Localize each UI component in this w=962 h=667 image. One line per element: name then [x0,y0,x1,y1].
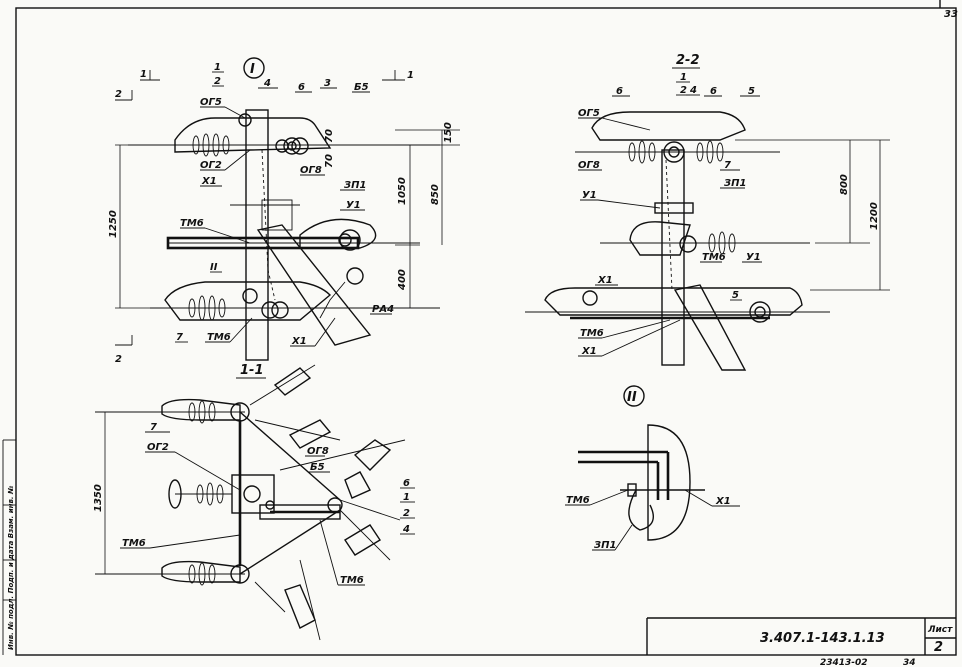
callout-tm6-mid: ТМ6 [180,218,204,229]
callout-b-tm6-left: ТМ6 [122,538,146,549]
side-strip: Инв. № подл. Подп. и дата Взам. инв. № [2,439,16,655]
callout-r-tm6: ТМ6 [702,252,726,263]
dim-850: 850 [430,184,441,205]
dim-1350: 1350 [93,484,104,512]
callout-b-6: 6 [403,478,410,489]
detail-view: II ТМ6 Х1 ЗП1 [565,385,740,551]
callout-4: 4 [263,78,271,89]
callout-r-og8: ОГ8 [578,160,600,171]
callout-og2: ОГ2 [200,160,222,171]
callout-r-x1: Х1 [597,275,613,286]
roman-mark-2: II [627,390,637,405]
callout-r-zp1: ЗП1 [724,178,746,189]
callout-r-2: 2 [680,85,687,96]
dim-400: 400 [397,269,408,291]
callout-b-og8: ОГ8 [307,446,329,457]
view-bottom-left: 1-1 [93,363,415,641]
callout-x1-low: Х1 [291,336,307,347]
roman-mark-1: I [250,62,255,77]
callout-b-4: 4 [402,524,410,535]
callout-r-6b: 6 [710,86,717,97]
callout-r-7: 7 [724,160,731,171]
callout-b-tm6-right: ТМ6 [340,575,364,586]
detail-callout-tm6: ТМ6 [566,495,590,506]
view-2-2-title: 2-2 [676,53,700,68]
dim-800: 800 [839,174,850,195]
callout-r-u1b: У1 [746,252,761,263]
callout-tm6-low: ТМ6 [207,332,231,343]
detail-callout-zp1: ЗП1 [594,540,616,551]
detail-callout-x1: Х1 [715,496,731,507]
callout-r-x1b: Х1 [581,346,597,357]
section-mark-1-left: 1 [140,69,147,80]
callout-1: 1 [214,62,221,73]
callout-r-1: 1 [680,72,687,83]
callout-6: 6 [298,82,305,93]
stamp-sheet-number: 2 [934,640,943,655]
callout-r-u1: У1 [582,190,597,201]
callout-ra4: РА4 [372,304,394,315]
title-block: 3.407.1-143.1.13 Лист 2 [646,617,956,655]
view-1-1-title: 1-1 [240,363,264,378]
callout-b-2: 2 [403,508,410,519]
dim-70b: 70 [324,154,335,168]
callout-u1: У1 [346,200,361,211]
corner-page-number: 33 [944,9,958,20]
stamp-sheet-label: Лист [927,625,953,635]
callout-og5: ОГ5 [200,97,222,108]
drawing-frame [15,7,957,656]
dim-1250: 1250 [108,210,119,238]
stamp-code: 3.407.1-143.1.13 [760,631,885,646]
callout-r-4: 4 [689,85,697,96]
callout-3: 3 [324,78,331,89]
archive-page: 34 [903,658,916,667]
callout-r-og5: ОГ5 [578,108,600,119]
view-top-right: 2-2 [525,53,890,371]
callout-b5: Б5 [354,82,369,93]
dim-70a: 70 [324,129,335,143]
archive-number: 23413-02 [820,658,868,667]
callout-r-5b: 5 [732,290,739,301]
callout-zp1: ЗП1 [344,180,366,191]
callout-r-tm6b: ТМ6 [580,328,604,339]
section-mark-1-right: 1 [407,70,414,81]
callout-roman-2: II [210,262,218,273]
callout-b-7: 7 [150,422,157,433]
callout-b-b5: Б5 [310,462,325,473]
section-mark-2-bottom: 2 [115,354,122,365]
section-mark-2-top: 2 [115,89,122,100]
callout-r-5: 5 [748,86,755,97]
callout-r-6a: 6 [616,86,623,97]
dim-150: 150 [443,122,454,143]
callout-2: 2 [214,76,221,87]
callout-b-1: 1 [403,492,410,503]
callout-x1: Х1 [201,176,217,187]
callout-7: 7 [176,332,183,343]
view-top-left: 2 1 1 2 I [108,57,460,365]
side-strip-text: Инв. № подл. Подп. и дата Взам. инв. № [7,485,15,650]
callout-b-og2: ОГ2 [147,442,169,453]
dim-1050: 1050 [397,177,408,205]
dim-1200: 1200 [869,202,880,230]
callout-og8: ОГ8 [300,165,322,176]
